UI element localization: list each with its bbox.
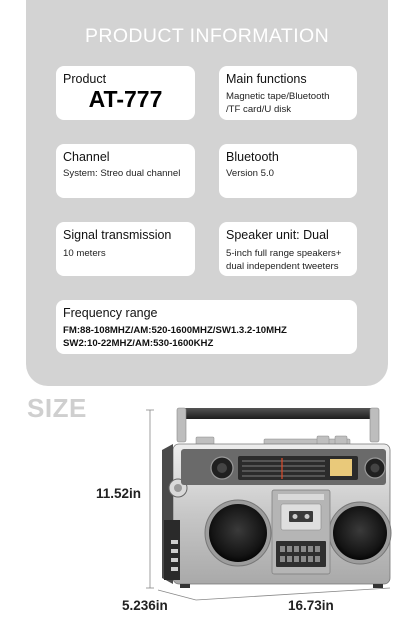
vu-meter — [330, 459, 352, 476]
dimension-lines — [146, 409, 391, 601]
frequency-card: Frequency range FM:88-108MHZ/AM:520-1600… — [56, 300, 357, 354]
channel-label: Channel — [63, 150, 110, 164]
tuning-dial — [238, 456, 358, 480]
speaker-value: 5-inch full range speakers+ dual indepen… — [226, 247, 341, 273]
main-functions-value: Magnetic tape/Bluetooth /TF card/U disk — [226, 90, 329, 116]
signal-card: Signal transmission 10 meters — [56, 222, 195, 276]
height-dimension: 11.52in — [96, 486, 142, 501]
bluetooth-card: Bluetooth Version 5.0 — [219, 144, 357, 198]
left-speaker-icon — [204, 499, 272, 567]
depth-dimension: 5.236in — [122, 598, 168, 613]
channel-value: System: Streo dual channel — [63, 168, 181, 179]
bluetooth-value: Version 5.0 — [226, 168, 275, 179]
frequency-label: Frequency range — [63, 306, 158, 320]
product-label: Product — [63, 72, 107, 86]
handle-icon — [176, 407, 380, 443]
speaker-line1: 5-inch full range speakers+ — [226, 248, 342, 259]
bluetooth-label: Bluetooth — [226, 150, 279, 164]
usb-panel — [276, 541, 326, 567]
signal-value: 10 meters — [63, 248, 106, 259]
speaker-card: Speaker unit: Dual 5-inch full range spe… — [219, 222, 357, 276]
size-title: SIZE — [27, 393, 87, 423]
signal-label: Signal transmission — [63, 228, 172, 242]
speaker-label: Speaker unit: Dual — [226, 228, 329, 242]
frequency-line2: SW2:10-22MHZ/AM:530-1600KHZ — [63, 338, 214, 349]
channel-card: Channel System: Streo dual channel — [56, 144, 195, 198]
main-functions-card: Main functions Magnetic tape/Bluetooth /… — [219, 66, 357, 120]
main-functions-line2: /TF card/U disk — [226, 104, 292, 115]
speaker-line2: dual independent tweeters — [226, 261, 339, 272]
product-model: AT-777 — [88, 86, 163, 112]
right-speaker-icon — [328, 501, 392, 565]
main-functions-label: Main functions — [226, 72, 307, 86]
product-info-panel: PRODUCT INFORMATION Product AT-777 Main … — [26, 0, 388, 386]
width-dimension: 16.73in — [288, 598, 334, 613]
product-card: Product AT-777 — [56, 66, 195, 120]
panel-title: PRODUCT INFORMATION — [84, 25, 330, 47]
frequency-line1: FM:88-108MHZ/AM:520-1600MHZ/SW1.3.2-10MH… — [63, 325, 287, 336]
main-functions-line1: Magnetic tape/Bluetooth — [226, 91, 330, 102]
frequency-value: FM:88-108MHZ/AM:520-1600MHZ/SW1.3.2-10MH… — [63, 324, 287, 350]
